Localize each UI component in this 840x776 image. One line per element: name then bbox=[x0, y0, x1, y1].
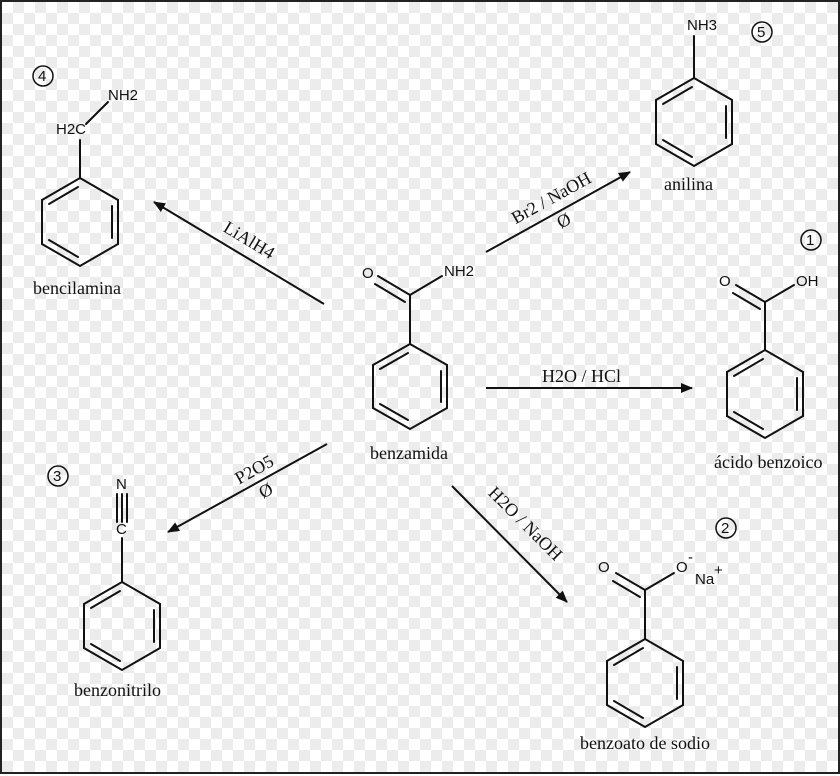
arrow-to-bencilamina bbox=[153, 201, 325, 305]
arrow-to-anilina bbox=[485, 171, 631, 253]
label-benzonitrilo: benzonitrilo bbox=[74, 680, 161, 700]
reagent-p2o5: P2O5 bbox=[231, 451, 277, 488]
product-acido-benzoico: O OH 1 ácido benzoico bbox=[714, 229, 822, 472]
reagent-br2-naoh: Br2 / NaOH bbox=[508, 168, 595, 228]
atom-nh3: NH3 bbox=[687, 17, 717, 34]
label-anilina: anilina bbox=[664, 174, 713, 194]
product-bencilamina: NH2 H2C 4 bencilamina bbox=[32, 65, 138, 298]
benzene-ring bbox=[372, 342, 448, 431]
atom-o: O bbox=[719, 273, 731, 290]
number-circle-3 bbox=[47, 465, 69, 487]
product-anilina: NH3 5 anilina bbox=[655, 17, 773, 194]
atom-na: Na bbox=[695, 571, 715, 588]
number-2: 2 bbox=[721, 520, 729, 537]
charge-minus: - bbox=[688, 549, 693, 566]
label-acido-benzoico: ácido benzoico bbox=[714, 452, 822, 472]
number-circle-4 bbox=[32, 65, 54, 87]
benzamida-molecule: O NH2 benzamida bbox=[362, 263, 474, 463]
product-benzoato-de-sodio: O O - Na + 2 benzoato de sodio bbox=[580, 517, 737, 753]
atom-oh: OH bbox=[796, 273, 819, 290]
reagent-h2o-naoh: H2O / NaOH bbox=[484, 483, 566, 565]
charge-plus: + bbox=[714, 562, 723, 579]
reagent-lialh4: LiAlH4 bbox=[220, 217, 278, 263]
label-benzamida: benzamida bbox=[370, 443, 448, 463]
atom-nh2: NH2 bbox=[108, 87, 138, 104]
number-5: 5 bbox=[757, 24, 765, 41]
condition-heat: Ø bbox=[553, 209, 574, 233]
reagent-h2o-hcl: H2O / HCl bbox=[542, 366, 621, 386]
arrow-to-benzoato bbox=[451, 485, 568, 603]
condition-heat: Ø bbox=[255, 479, 276, 503]
number-1: 1 bbox=[806, 232, 814, 249]
atom-h2c: H2C bbox=[56, 121, 86, 138]
atom-nh2: NH2 bbox=[444, 263, 474, 280]
atom-c: C bbox=[116, 521, 127, 538]
arrow-to-benzonitrilo bbox=[167, 443, 328, 533]
label-benzoato-de-sodio: benzoato de sodio bbox=[580, 733, 710, 753]
number-circle-5 bbox=[751, 21, 773, 43]
atom-o-minus: O bbox=[676, 559, 688, 576]
number-circle-2 bbox=[715, 517, 737, 539]
atom-o: O bbox=[362, 265, 374, 282]
number-circle-1 bbox=[800, 229, 822, 251]
number-3: 3 bbox=[53, 468, 61, 485]
number-4: 4 bbox=[38, 68, 46, 85]
atom-o: O bbox=[598, 559, 610, 576]
atom-n: N bbox=[116, 476, 127, 493]
product-benzonitrilo: N C 3 benzonitrilo bbox=[47, 465, 161, 700]
label-bencilamina: bencilamina bbox=[33, 278, 121, 298]
